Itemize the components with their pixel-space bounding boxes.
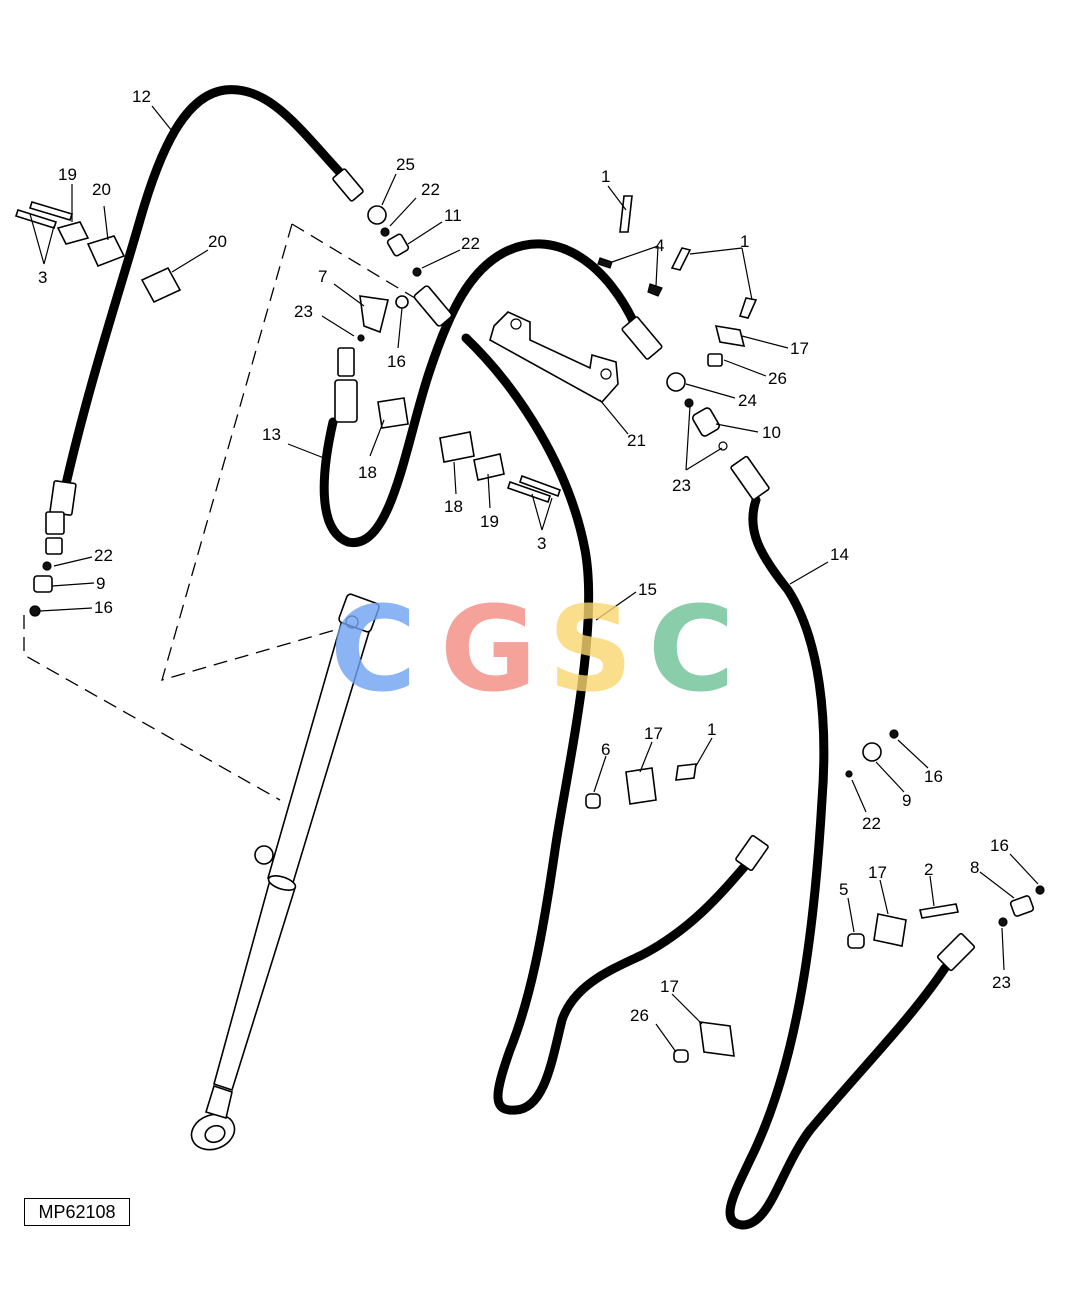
callout-22: 22 [94,546,113,565]
callout-6: 6 [601,740,610,759]
callout-23: 23 [294,302,313,321]
callout-11: 11 [444,206,462,225]
callout-20: 20 [92,180,111,199]
callout-5: 5 [839,880,848,899]
reference-code: MP62108 [24,1198,130,1226]
callout-19: 19 [58,165,77,184]
hose-12 [61,85,350,489]
callout-25: 25 [396,155,415,174]
callout-23: 23 [672,476,691,495]
callout-22: 22 [862,814,881,833]
callout-20: 20 [208,232,227,251]
hose-13 [319,239,640,547]
callout-23: 23 [992,973,1011,992]
callout-26: 26 [630,1006,649,1025]
callout-16: 16 [924,767,943,786]
leader-lines [29,105,1039,1053]
callout-labels: 12 25 22 11 22 19 20 20 3 7 23 16 13 18 … [38,87,1011,1025]
watermark-logo: C G S C [330,580,735,718]
watermark-letter-s: S [548,580,633,718]
callout-16: 16 [387,352,406,371]
callout-3: 3 [537,534,546,553]
callout-8: 8 [970,858,979,877]
callout-9: 9 [902,791,911,810]
callout-18: 18 [358,463,377,482]
watermark-letter-c2: C [648,580,735,718]
callout-17: 17 [660,977,679,996]
callout-14: 14 [830,545,849,564]
callout-21: 21 [627,431,646,450]
callout-3: 3 [38,268,47,287]
hydraulic-cylinder [190,593,380,1151]
callout-9: 9 [96,574,105,593]
callout-4: 4 [655,236,664,255]
hoses [61,85,950,1230]
callout-12: 12 [132,87,151,106]
watermark-letter-g: G [440,580,537,718]
dashed-guide-lines [23,223,449,801]
callout-19: 19 [480,512,499,531]
callout-16: 16 [94,598,113,617]
hardware-parts [14,195,1045,1063]
callout-17: 17 [644,724,663,743]
callout-15: 15 [638,580,657,599]
callout-17: 17 [790,339,809,358]
callout-10: 10 [762,423,781,442]
watermark-letter-c1: C [330,580,417,718]
callout-18: 18 [444,497,463,516]
callout-1: 1 [707,720,716,739]
hose-end-fittings [45,168,976,972]
hose-15 [461,333,750,1115]
callout-24: 24 [738,391,757,410]
callout-7: 7 [318,267,327,286]
callout-22: 22 [421,180,440,199]
callout-2: 2 [924,860,933,879]
callout-16: 16 [990,836,1009,855]
hose-14 [725,495,950,1230]
callout-1: 1 [601,167,610,186]
callout-13: 13 [262,425,281,444]
callout-1: 1 [740,232,749,251]
callout-22: 22 [461,234,480,253]
callout-17: 17 [868,863,887,882]
callout-26: 26 [768,369,787,388]
